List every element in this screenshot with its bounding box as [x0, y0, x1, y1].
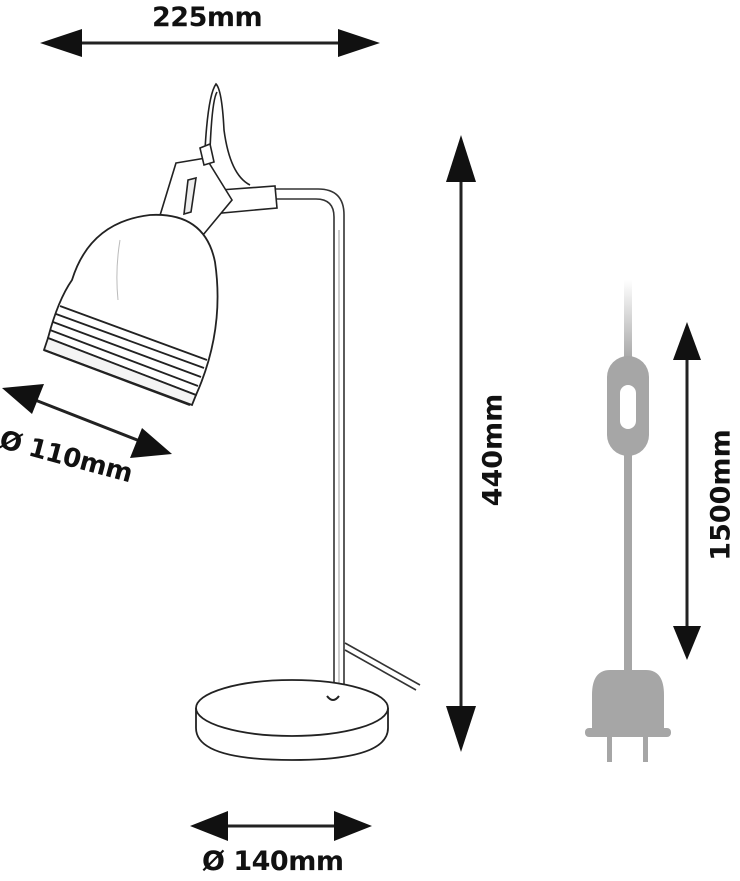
cord-length-arrow	[673, 322, 701, 660]
cord-length-label-container: 1500mm	[704, 420, 738, 570]
shade-diameter-arrow	[2, 384, 172, 458]
base-diameter-label: Ø 140mm	[202, 846, 344, 877]
lamp-shade	[42, 214, 219, 407]
base-diameter-arrow	[190, 811, 372, 841]
plug-icon	[585, 670, 671, 762]
height-dimension-arrow	[446, 135, 476, 752]
lamp-base	[195, 679, 389, 761]
lamp-cord-segment	[344, 642, 421, 691]
inline-switch	[607, 356, 649, 456]
width-label: 225mm	[152, 2, 263, 33]
height-label: 440mm	[477, 393, 509, 507]
width-dimension-arrow	[40, 29, 380, 57]
lamp-joint	[156, 82, 278, 236]
height-label-container: 440mm	[476, 385, 510, 515]
cord-length-label: 1500mm	[705, 429, 737, 561]
lamp-arm	[275, 188, 345, 700]
power-cord	[624, 280, 632, 670]
